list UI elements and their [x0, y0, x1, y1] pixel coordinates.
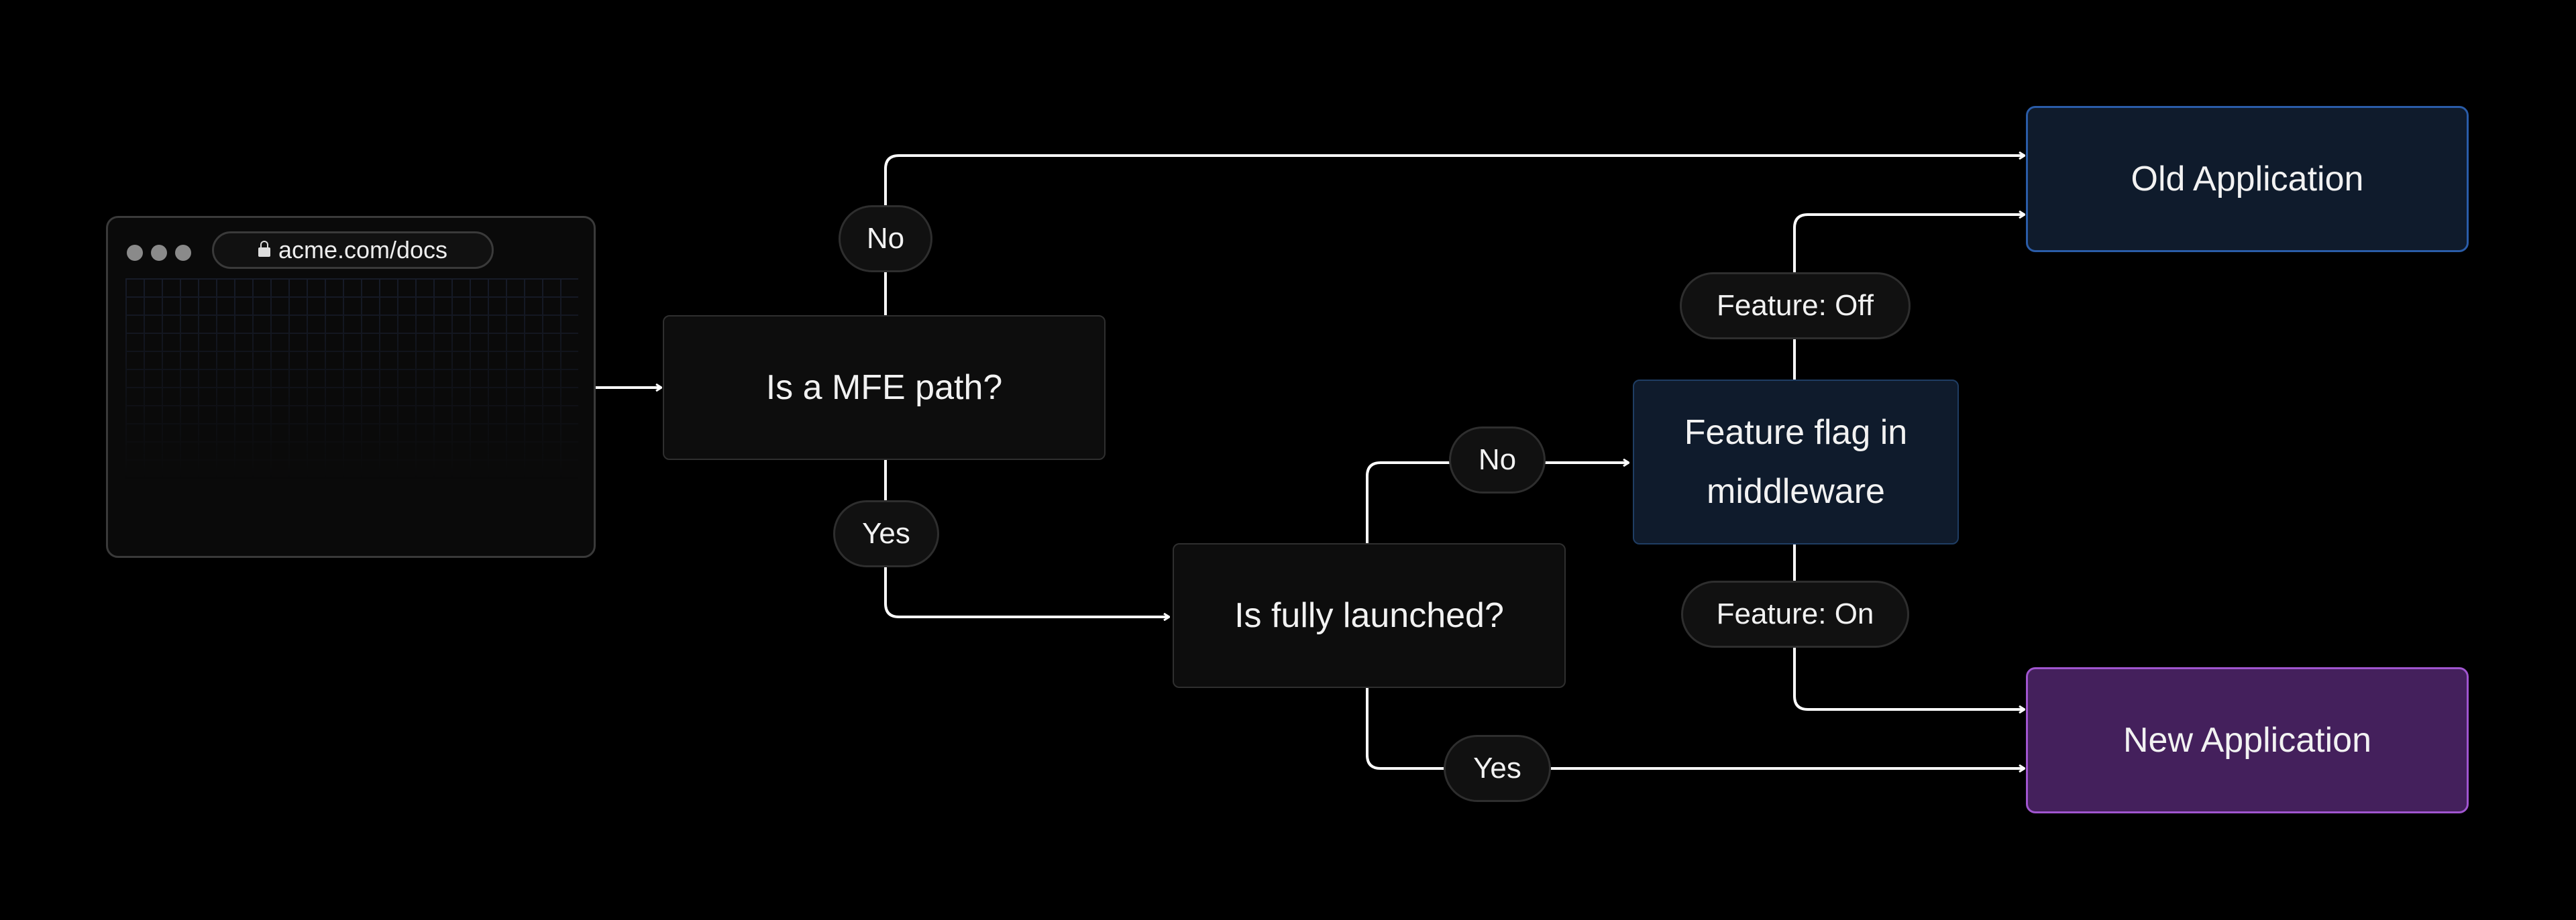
decision-fully-launched-label: Is fully launched? [1234, 596, 1504, 635]
browser-window: acme.com/docs [106, 216, 596, 558]
edge-label-mfe-yes: Yes [833, 500, 939, 567]
window-minimize-dot-icon [151, 245, 167, 261]
edge-label-feature-off-text: Feature: Off [1717, 289, 1874, 322]
edge-mfe-no-to-old-app [884, 156, 2025, 315]
url-text: acme.com/docs [278, 236, 448, 264]
new-application-label: New Application [2123, 721, 2371, 760]
edge-label-launched-yes-text: Yes [1473, 752, 1521, 785]
edge-label-mfe-no: No [839, 205, 932, 272]
edge-flag-on-to-new-app [1793, 544, 2025, 709]
edge-launched-yes-to-new-app [1366, 687, 2025, 768]
decision-fully-launched: Is fully launched? [1173, 543, 1566, 688]
new-application: New Application [2026, 667, 2469, 813]
window-close-dot-icon [127, 245, 143, 261]
edge-mfe-yes-to-launched [884, 460, 1169, 617]
feature-flag-label-line1: Feature flag in [1684, 413, 1908, 452]
window-maximize-dot-icon [175, 245, 191, 261]
edge-launched-no-to-flag [1366, 463, 1629, 544]
lock-icon [258, 241, 270, 257]
url-bar: acme.com/docs [212, 231, 494, 269]
edge-label-launched-yes: Yes [1444, 735, 1551, 802]
old-application: Old Application [2026, 106, 2469, 252]
edge-label-mfe-yes-text: Yes [862, 517, 910, 550]
page-grid-placeholder [125, 278, 578, 479]
edge-label-feature-off: Feature: Off [1680, 272, 1911, 339]
decision-mfe-path: Is a MFE path? [663, 315, 1106, 460]
old-application-label: Old Application [2131, 160, 2364, 198]
edge-label-feature-on-text: Feature: On [1716, 597, 1874, 630]
edge-label-mfe-no-text: No [866, 222, 905, 255]
feature-flag-middleware: Feature flag in middleware [1633, 380, 1959, 544]
edge-label-launched-no: No [1449, 426, 1546, 494]
edge-flag-off-to-old-app [1793, 215, 2025, 380]
edge-label-feature-on: Feature: On [1681, 581, 1909, 648]
edge-label-launched-no-text: No [1478, 443, 1517, 476]
feature-flag-label-line2: middleware [1707, 472, 1885, 511]
decision-mfe-path-label: Is a MFE path? [765, 368, 1003, 407]
